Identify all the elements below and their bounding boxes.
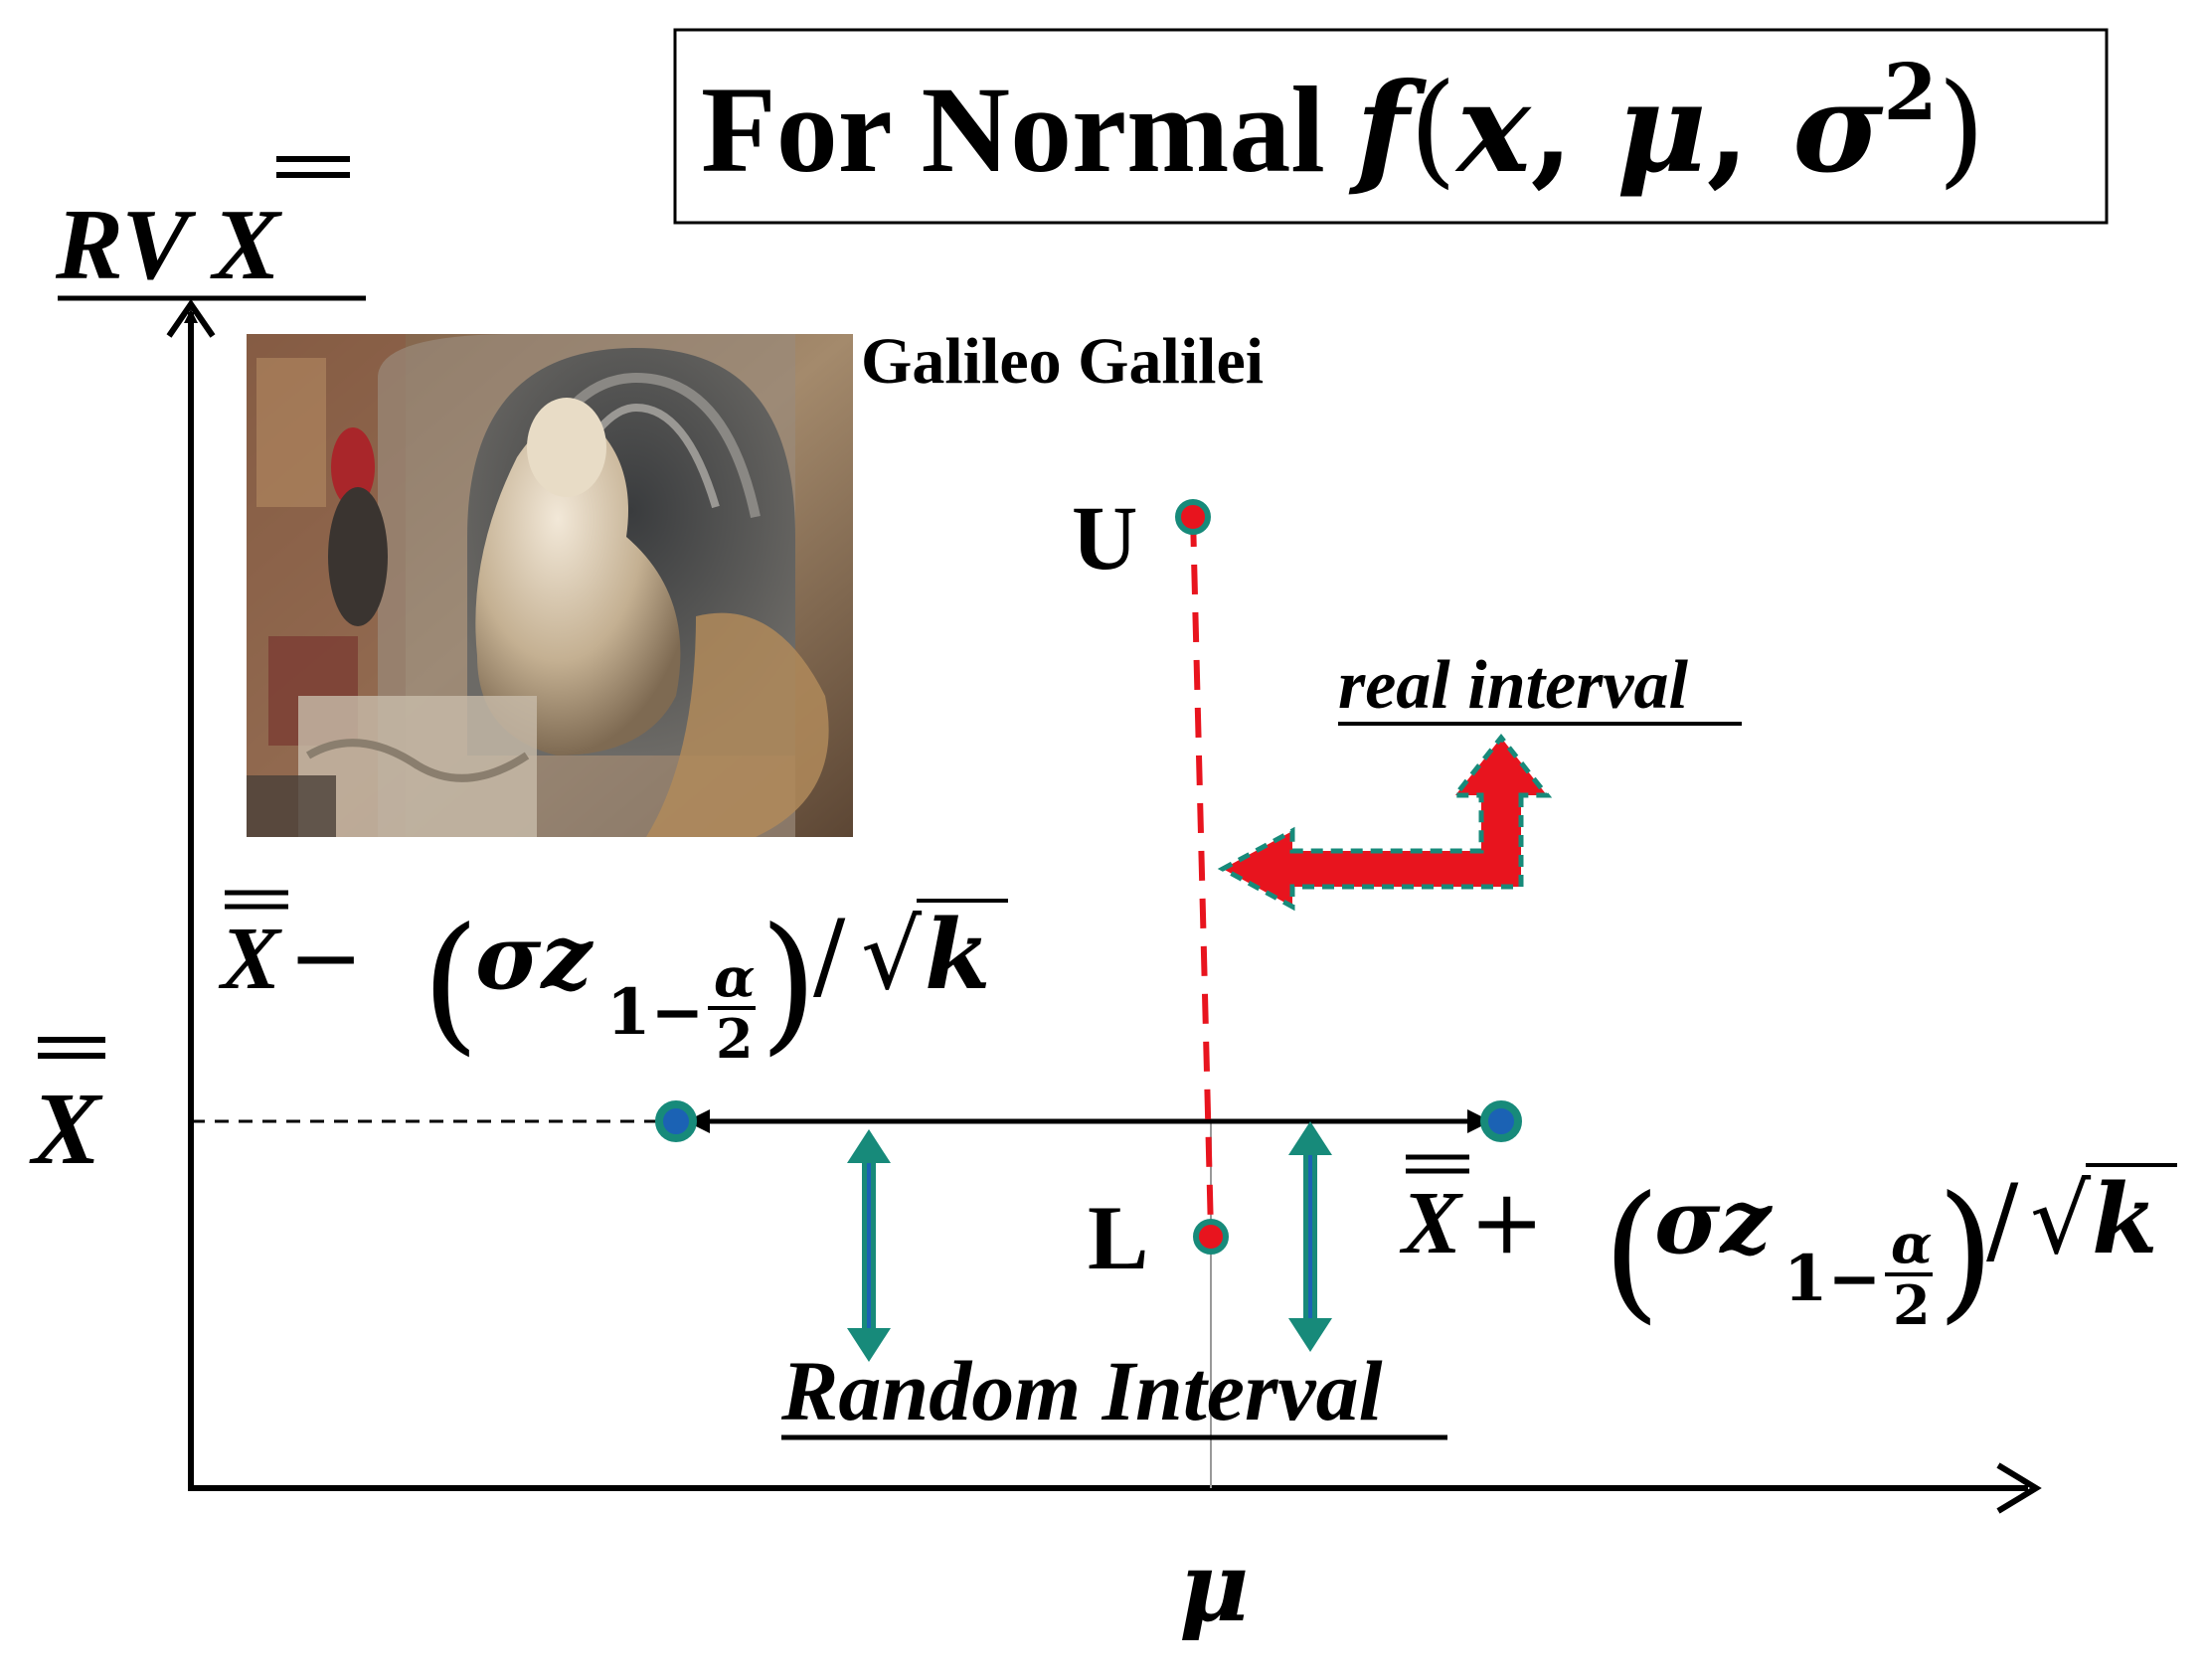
y-axis-label-xbar: X: [210, 189, 283, 301]
upper-formula-plus: +: [1469, 1170, 1544, 1274]
title-mu: μ: [1616, 57, 1707, 201]
title-prefix: For Normal: [701, 62, 1356, 198]
title-sigma: σ: [1792, 57, 1884, 201]
title-superscript: 2: [1883, 48, 1937, 138]
upper-formula-open-paren: (: [1603, 1165, 1661, 1338]
mu-tick-label: μ: [1179, 1531, 1249, 1643]
upper-formula-xbar: X: [1399, 1174, 1463, 1272]
lower-formula-open-paren: (: [422, 897, 480, 1070]
title-open-paren: (: [1409, 58, 1456, 201]
title-close-paren: ): [1938, 58, 1985, 201]
upper-formula-two: 2: [1893, 1273, 1931, 1337]
title-text: For Normal f(x, μ, σ2): [701, 48, 1985, 201]
y-axis-label: RV X: [55, 189, 283, 301]
lower-formula-xbar: X: [218, 910, 282, 1008]
title-box: [673, 28, 2109, 225]
y-axis-arrowhead: [166, 298, 216, 338]
teal-double-arrow-left: [847, 1129, 891, 1362]
real-interval-dashed-line: [1190, 516, 1214, 1234]
x-axis-arrowhead: [1996, 1462, 2042, 1514]
lower-endpoint-dot: [1193, 1219, 1229, 1255]
upper-formula-alpha: α: [1891, 1212, 1933, 1275]
title-comma-2: ,: [1707, 57, 1792, 201]
left-endpoint-dot: [655, 1100, 697, 1142]
random-interval-label: Random Interval: [780, 1343, 1383, 1438]
lower-formula-subscript: 1−: [606, 975, 704, 1050]
lower-formula-k: k: [925, 899, 991, 1011]
lower-label: L: [1088, 1187, 1148, 1288]
lower-formula-slash: /: [813, 900, 846, 1011]
upper-formula-close-paren: ): [1937, 1165, 1995, 1338]
upper-formula-slash: /: [1986, 1164, 2019, 1275]
title-comma-1: ,: [1531, 57, 1616, 201]
lower-formula-two: 2: [716, 1007, 754, 1071]
y-axis-label-rv: RV: [55, 189, 213, 301]
lower-bound-formula: X − ( σz 1− α 2 ) / √ k: [218, 890, 1008, 1071]
upper-formula-k: k: [2092, 1163, 2158, 1275]
upper-bound-formula: X + ( σz 1− α 2 ) / √ k: [1399, 1154, 2177, 1338]
random-interval-right-arrowhead: [1467, 1109, 1491, 1133]
upper-endpoint-dot: [1175, 499, 1211, 535]
real-interval-bent-arrow: [1217, 733, 1553, 912]
lower-formula-sqrt: √: [861, 900, 923, 1011]
upper-formula-sigma-z: σz: [1654, 1169, 1773, 1274]
random-interval-left-arrowhead: [686, 1109, 710, 1133]
real-interval-label: real interval: [1338, 647, 1688, 724]
upper-label: U: [1072, 487, 1137, 588]
right-endpoint-dot: [1480, 1100, 1522, 1142]
title-x: x: [1454, 57, 1533, 201]
lower-formula-close-paren: ): [760, 897, 818, 1070]
galileo-photo: [247, 334, 853, 837]
photo-caption: Galileo Galilei: [861, 325, 1264, 398]
upper-formula-sqrt: √: [2030, 1164, 2092, 1275]
xbar-tick-label: X: [29, 1072, 103, 1186]
lower-formula-sigma-z: σz: [475, 905, 594, 1010]
lower-formula-minus: −: [288, 906, 363, 1010]
lower-formula-alpha: α: [714, 945, 756, 1009]
teal-double-arrow-right: [1288, 1121, 1332, 1352]
upper-formula-subscript: 1−: [1783, 1242, 1881, 1316]
